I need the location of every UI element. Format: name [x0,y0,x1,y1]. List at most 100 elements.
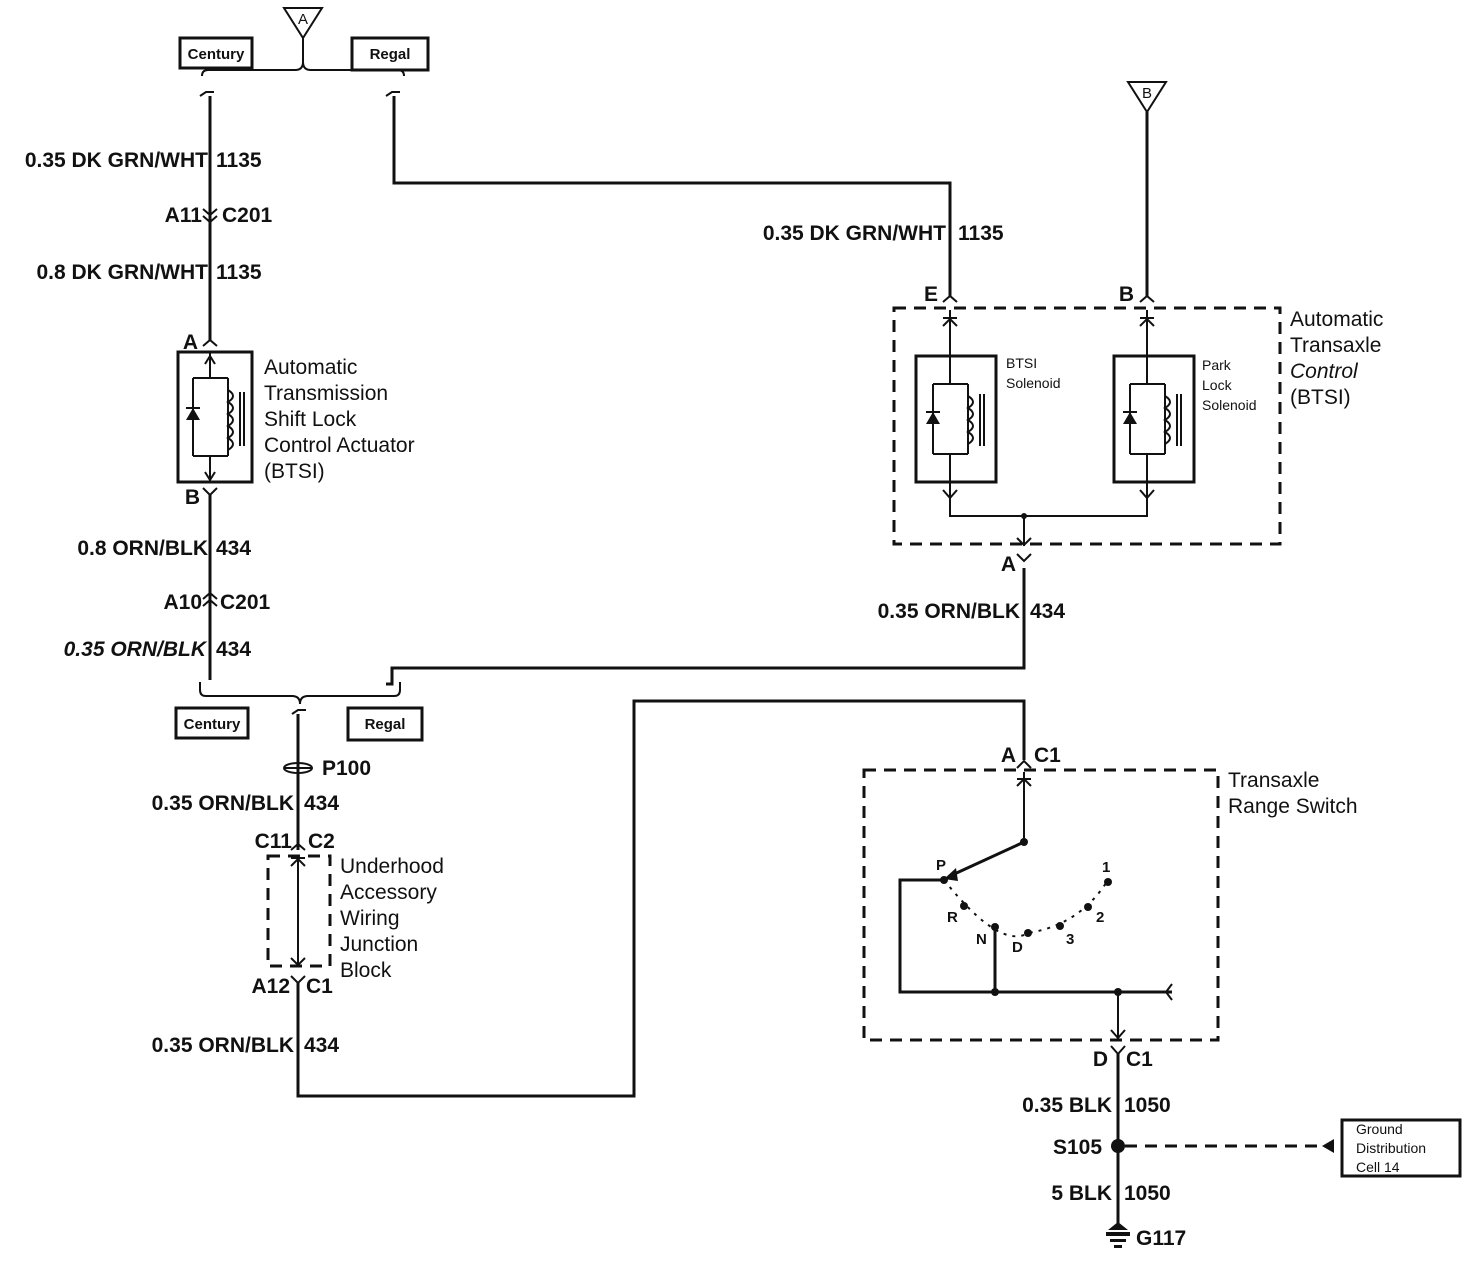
wire-label-dkgrn-035-right: 0.35 DK GRN/WHT [763,222,946,245]
actuator-pin-a: A [183,331,198,354]
connector-a12-label: A12 [251,975,290,998]
module-pin-e: E [924,283,938,306]
connector-c201-upper-label: C201 [222,204,273,227]
btsi-solenoid-label-line1: BTSI [1006,355,1037,371]
p100-label: P100 [322,757,371,780]
connector-c201-lower-symbol [202,591,218,607]
wire-label-orn-08: 0.8 ORN/BLK [77,537,208,560]
svg-text:Century: Century [188,46,245,63]
connector-c1-junction-label: C1 [306,975,333,998]
transaxle-control-module [892,306,1282,546]
range-switch-title-line2: Range Switch [1228,795,1358,818]
reference-b-label: B [1142,85,1152,102]
module-pin-b: B [1119,283,1134,306]
svg-text:Regal: Regal [370,46,411,63]
module-internal-bus [949,500,1148,546]
circuit-1135-left-top: 1135 [216,149,262,172]
junction-label-line3: Wiring [340,907,400,930]
position-p: P [936,857,946,874]
connector-c201-lower-label: C201 [220,591,271,614]
circuit-434-right: 434 [1030,600,1065,623]
park-lock-label-line3: Solenoid [1202,397,1257,413]
shift-lock-actuator [176,350,254,484]
circuit-1135-right: 1135 [958,222,1004,245]
regal-box-top: Regal [350,36,430,72]
wire-label-blk-5: 5 BLK [1051,1182,1112,1205]
actuator-label-line5: (BTSI) [264,460,325,483]
junction-label-line4: Junction [340,933,418,956]
wire-label-dkgrn-035-left: 0.35 DK GRN/WHT [25,149,208,172]
splice-s105 [1111,1139,1125,1153]
wire-label-dkgrn-08: 0.8 DK GRN/WHT [36,261,208,284]
connector-c11-label: C11 [255,830,293,853]
actuator-label-line1: Automatic [264,356,357,379]
range-switch-outline [862,768,1220,1042]
century-box-bottom: Century [174,706,250,740]
ground-g117-label: G117 [1136,1227,1186,1250]
range-switch-title-line1: Transaxle [1228,769,1319,792]
connector-a11-label: A11 [165,204,203,227]
position-3: 3 [1066,931,1074,948]
circuit-1050-a: 1050 [1124,1094,1171,1117]
option-bracket-bottom [199,682,401,705]
connector-c201-upper-symbol [202,208,218,224]
range-switch-conn-a: A [1001,744,1016,767]
module-title-line4: (BTSI) [1290,386,1351,409]
circuit-434-c: 434 [304,792,339,815]
wire-label-orn-035-a: 0.35 ORN/BLK [64,638,208,661]
ground-dist-line3: Cell 14 [1356,1159,1400,1175]
wire-434-regal [386,568,1026,686]
range-switch-conn-c1-bottom: C1 [1126,1048,1153,1071]
svg-text:Regal: Regal [365,716,406,733]
park-lock-solenoid [1112,310,1196,500]
position-1: 1 [1102,859,1110,876]
module-title-line2: Transaxle [1290,334,1381,357]
park-lock-label-line1: Park [1202,357,1232,373]
regal-box-bottom: Regal [346,706,424,742]
position-d: D [1012,939,1023,956]
p100-passthrough [283,762,313,774]
range-switch-conn-d: D [1093,1048,1108,1071]
century-box-top: Century [178,36,254,70]
wire-434-to-range-switch [296,699,1026,1098]
position-2: 2 [1096,909,1104,926]
wire-label-orn-035-right: 0.35 ORN/BLK [878,600,1020,623]
ground-dist-line2: Distribution [1356,1140,1426,1156]
svg-text:Century: Century [184,716,241,733]
range-switch-mechanism [898,772,1173,1040]
circuit-1135-left-mid: 1135 [216,261,262,284]
actuator-label-line3: Shift Lock [264,408,357,431]
module-title-line1: Automatic [1290,308,1383,331]
btsi-solenoid [914,310,998,500]
reference-a-symbol: A [282,7,324,62]
actuator-label-line4: Control Actuator [264,434,415,457]
actuator-pin-b: B [185,486,200,509]
ground-distribution-box [1340,1118,1462,1178]
circuit-1050-b: 1050 [1124,1182,1171,1205]
junction-label-line5: Block [340,959,392,982]
wire-label-blk-035: 0.35 BLK [1022,1094,1112,1117]
position-r: R [947,909,958,926]
module-title-line3: Control [1290,360,1359,383]
reference-a-label: A [298,11,308,28]
module-pin-a: A [1001,553,1016,576]
btsi-solenoid-label-line2: Solenoid [1006,375,1061,391]
connector-a10-label: A10 [163,591,202,614]
wire-label-orn-035-b: 0.35 ORN/BLK [152,792,294,815]
wire-label-orn-035-c: 0.35 ORN/BLK [152,1034,294,1057]
ground-symbol [1106,1222,1130,1248]
actuator-label-line2: Transmission [264,382,388,405]
wire-1135-regal [392,96,952,296]
position-n: N [976,931,987,948]
splice-s105-label: S105 [1053,1136,1102,1159]
circuit-434-a: 434 [216,537,251,560]
junction-label-line1: Underhood [340,855,444,878]
ground-dist-line1: Ground [1356,1121,1403,1137]
range-switch-conn-c1-top: C1 [1034,744,1061,767]
junction-label-line2: Accessory [340,881,437,904]
connector-c2-label: C2 [308,830,335,853]
circuit-434-b: 434 [216,638,251,661]
circuit-434-d: 434 [304,1034,339,1057]
park-lock-label-line2: Lock [1202,377,1233,393]
